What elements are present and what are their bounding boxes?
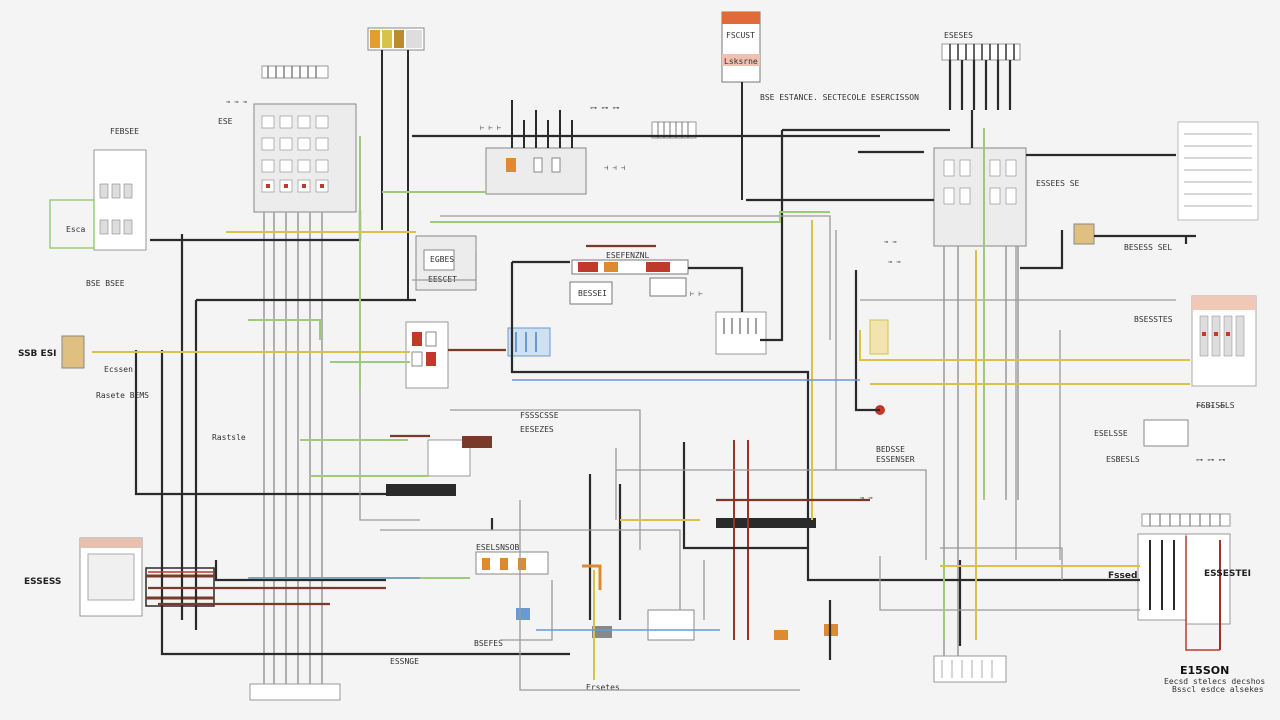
left-far-label-3: Rasete BEMS bbox=[96, 391, 149, 400]
bottom-center-label-2: Ersetes bbox=[586, 683, 620, 692]
bottom-ground-bar bbox=[249, 655, 1007, 701]
left-far-label: SSB ESI bbox=[18, 349, 57, 359]
right-label-4: BESESS SEL bbox=[1124, 243, 1172, 252]
center-right-label-2: ESSENSER bbox=[876, 455, 915, 464]
right-bottom-module: Fssed ESSESTEI E15SON Eecsd stelecs decs… bbox=[1108, 513, 1265, 694]
center-relay-bank: BESSEI ESEFENZNL bbox=[569, 251, 689, 305]
top-right-connector-label: ESESES bbox=[944, 31, 973, 40]
fuse-box-left-label: ESE bbox=[218, 117, 233, 126]
svg-text:⊸ ⊸: ⊸ ⊸ bbox=[860, 494, 873, 502]
right-mid-label-3: ESBESLS bbox=[1106, 455, 1140, 464]
bottom-center-label-3: BSEFES bbox=[474, 639, 503, 648]
mid-left-label: Rastsle bbox=[212, 433, 246, 442]
svg-text:⊶ ⊶ ⊶: ⊶ ⊶ ⊶ bbox=[1196, 456, 1225, 464]
right-bottom-sub-2: Bsscl esdce alsekes bbox=[1172, 685, 1264, 694]
left-relay-box: FEBSEE Esca BSE BSEE bbox=[49, 127, 147, 288]
center-control-unit: EGBES EESCET bbox=[415, 235, 477, 291]
right-bottom-title: E15SON bbox=[1180, 664, 1229, 677]
annotation-marks: ⊸ ⊸ ⊸ ⊶ ⊶ ⊶ ⊢ ⊢ ⊢ ⊣ ⊣ ⊣ ⊸ ⊸ ⊸ ⊸ ⊶ ⊶ ⊶ ⊢ … bbox=[226, 98, 1225, 502]
top-center-switch-block bbox=[485, 100, 697, 195]
left-small-label: Esca bbox=[66, 225, 85, 234]
relay-bank-label: BESSEI bbox=[578, 289, 607, 298]
right-main-panel: ESSEES SE bbox=[933, 147, 1080, 660]
right-panel-label: ESSEES SE bbox=[1036, 179, 1080, 188]
fuse-box-left: ESE bbox=[218, 65, 357, 700]
warning-card-sub: Lsksrne bbox=[724, 57, 758, 66]
top-center-caption: BSE ESTANCE. SECTECOLE ESERCISSON bbox=[760, 93, 919, 102]
bottom-left-module: ESSESS bbox=[24, 537, 215, 617]
center-lower-module: FSSSCSSE EESEZES ESELSNSOB ESSNGE Ersete… bbox=[386, 411, 695, 692]
wiring bbox=[92, 110, 1220, 691]
right-mid-module: BSESSTES FSBISELS ESELSSE ESBESLS bbox=[1094, 295, 1257, 464]
center-right-label: BEDSSE bbox=[876, 445, 905, 454]
left-relay-bottom-label: BSE BSEE bbox=[86, 279, 125, 288]
right-top-label: BSESSTES bbox=[1134, 315, 1173, 324]
left-far-label-2: Ecssen bbox=[104, 365, 133, 374]
bottom-right-label: Fssed bbox=[1108, 571, 1137, 581]
center-connector bbox=[715, 311, 767, 355]
svg-text:⊣ ⊣ ⊣: ⊣ ⊣ ⊣ bbox=[604, 164, 625, 172]
bottom-left-label: ESSESS bbox=[24, 577, 61, 587]
bottom-center-label: ESSNGE bbox=[390, 657, 419, 666]
left-terminal: SSB ESI Ecssen Rasete BEMS Rastsle bbox=[18, 335, 246, 442]
center-lower-label: ESELSNSOB bbox=[476, 543, 520, 552]
svg-text:⊸ ⊸: ⊸ ⊸ bbox=[888, 258, 901, 266]
mid-lower-label: FSSSCSSE bbox=[520, 411, 559, 420]
svg-text:⊶ ⊶ ⊶: ⊶ ⊶ ⊶ bbox=[590, 104, 619, 112]
right-center-relay: BEDSSE ESSENSER bbox=[716, 319, 915, 640]
right-mid-label: FSBISELS bbox=[1196, 401, 1235, 410]
center-box-label: EGBES bbox=[430, 255, 454, 264]
top-right-connector: ESESES bbox=[941, 31, 1021, 110]
mid-lower-label-2: EESEZES bbox=[520, 425, 554, 434]
relay-bank-top-label: ESEFENZNL bbox=[606, 251, 650, 260]
svg-text:⊶ ⊶ ⊶: ⊶ ⊶ ⊶ bbox=[1196, 402, 1225, 410]
warning-card: FSCUST Lsksrne bbox=[721, 11, 761, 200]
warning-card-title: FSCUST bbox=[726, 31, 755, 40]
right-bottom-sub: Eecsd stelecs decshos bbox=[1164, 677, 1265, 686]
right-top-card: BESESS SEL bbox=[1073, 121, 1259, 252]
svg-text:⊸ ⊸ ⊸: ⊸ ⊸ ⊸ bbox=[226, 98, 248, 106]
left-relay-top-label: FEBSEE bbox=[110, 127, 139, 136]
svg-text:⊢ ⊢ ⊢: ⊢ ⊢ ⊢ bbox=[480, 124, 501, 132]
bottom-right-label-2: ESSESTEI bbox=[1204, 569, 1251, 579]
left-center-device bbox=[405, 321, 551, 389]
right-mid-label-2: ESELSSE bbox=[1094, 429, 1128, 438]
fuse-block-top bbox=[367, 27, 425, 300]
svg-text:⊢ ⊢: ⊢ ⊢ bbox=[690, 290, 703, 298]
svg-text:⊸ ⊸: ⊸ ⊸ bbox=[884, 238, 897, 246]
